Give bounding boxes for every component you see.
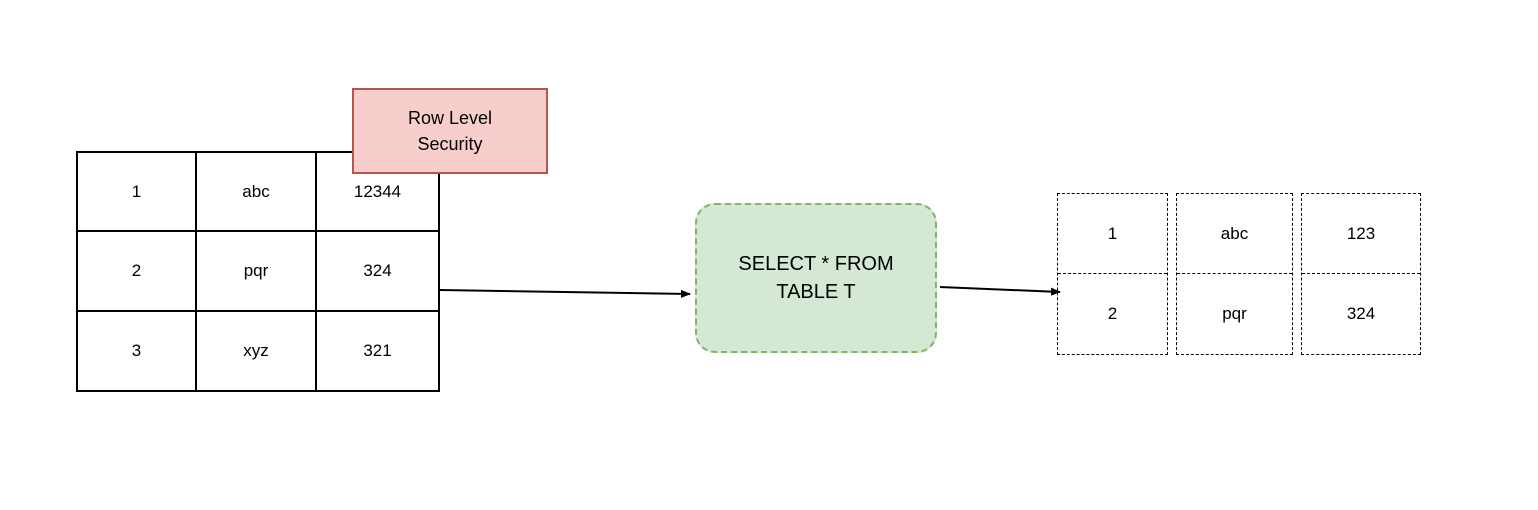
result-table-cell-r1-c1: pqr bbox=[1222, 304, 1247, 323]
source-table-cell-r2-c0: 3 bbox=[78, 312, 197, 390]
source-table-cell-r0-c0: 1 bbox=[78, 153, 197, 232]
result-table: 1 2 abc pqr 123 324 bbox=[1057, 193, 1421, 355]
source-table-cell-r2-c1: xyz bbox=[197, 312, 317, 390]
query-line1: SELECT * FROM bbox=[738, 253, 894, 275]
source-table-cell-r1-c0: 2 bbox=[78, 232, 197, 312]
flow-arrow-query-to-result bbox=[939, 286, 1061, 296]
result-table-cell-r1-c2: 324 bbox=[1346, 304, 1376, 323]
result-table-cell-r0-c2: 123 bbox=[1302, 194, 1420, 274]
query-line2: TABLE T bbox=[776, 281, 856, 303]
source-table-cell-r0-c1: abc bbox=[197, 153, 317, 232]
rls-label-line2: Security bbox=[417, 134, 483, 154]
result-table-column-0: 1 2 bbox=[1057, 193, 1168, 355]
source-table-cell-r2-c2: 321 bbox=[363, 341, 392, 360]
row-level-security-label: Row Level Security bbox=[352, 88, 548, 174]
result-table-cell-r0-c0: 1 bbox=[1058, 194, 1167, 274]
source-table-cell-r0-c2: 12344 bbox=[317, 153, 438, 232]
result-table-cell-r1-c0: 2 bbox=[1107, 304, 1118, 323]
result-table-column-1: abc pqr bbox=[1176, 193, 1293, 355]
source-table-cell-r1-c1: pqr bbox=[197, 232, 317, 312]
source-table: 1 abc 12344 2 pqr 324 3 xyz 321 bbox=[76, 151, 440, 392]
source-table-cell-r1-c2: 324 bbox=[317, 232, 438, 312]
result-table-column-2: 123 324 bbox=[1301, 193, 1421, 355]
result-table-cell-r0-c1: abc bbox=[1177, 194, 1292, 274]
sql-query-box: SELECT * FROM TABLE T bbox=[695, 203, 937, 353]
flow-arrow-source-to-query bbox=[439, 289, 691, 298]
rls-label-line1: Row Level bbox=[407, 108, 493, 128]
